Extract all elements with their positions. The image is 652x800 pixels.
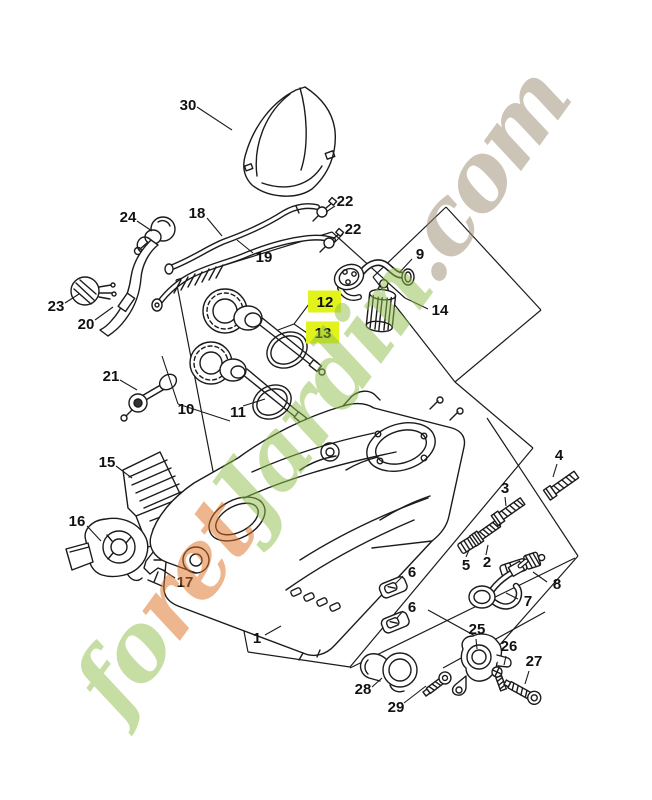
part-6-buffer-drawing [378, 576, 408, 599]
part-11-o-ring-drawing [252, 384, 292, 420]
part-label-19[interactable]: 19 [256, 249, 273, 266]
part-30-cover-drawing [243, 86, 336, 197]
part-label-25[interactable]: 25 [469, 621, 486, 638]
part-label-6[interactable]: 6 [408, 599, 416, 616]
part-label-4[interactable]: 4 [555, 447, 564, 464]
part-29-screw-drawing [422, 671, 452, 697]
part-16-bracket-drawing [65, 517, 149, 582]
part-12-oil-pump-drawing [202, 288, 326, 376]
part-label-2[interactable]: 2 [483, 554, 491, 571]
part-label-6[interactable]: 6 [408, 564, 416, 581]
part-27-screw-drawing [503, 679, 542, 705]
part-9-elbow-drawing [333, 259, 415, 301]
part-24-plug-drawing [133, 216, 176, 256]
part-label-18[interactable]: 18 [189, 205, 206, 222]
part-25-cover-plate-drawing [451, 633, 512, 696]
part-label-27[interactable]: 27 [526, 653, 543, 670]
highlight-box [306, 321, 339, 344]
part-14-filter-drawing [365, 279, 397, 333]
part-label-22[interactable]: 22 [345, 221, 362, 238]
highlight-box [308, 290, 341, 313]
part-6-buffer-drawing [380, 611, 410, 634]
part-label-11[interactable]: 11 [230, 404, 246, 421]
part-label-9[interactable]: 9 [416, 246, 424, 263]
part-label-15[interactable]: 15 [99, 454, 116, 471]
part-label-14[interactable]: 14 [432, 302, 449, 319]
part-label-1[interactable]: 1 [253, 630, 261, 647]
part-label-20[interactable]: 20 [78, 316, 95, 333]
part-label-30[interactable]: 30 [180, 97, 197, 114]
part-13-o-ring-drawing [266, 331, 308, 369]
part-label-24[interactable]: 24 [120, 209, 137, 226]
part-28-grommet-drawing [359, 652, 418, 693]
part-19-hose-drawing [151, 234, 336, 312]
part-label-28[interactable]: 28 [355, 681, 372, 698]
part-label-17[interactable]: 17 [177, 574, 194, 591]
part-23-grommet-drawing [70, 276, 117, 306]
leader-lines [64, 106, 558, 704]
part-4-stud-drawing [542, 470, 580, 501]
part-label-23[interactable]: 23 [48, 298, 65, 315]
part-26-screw-drawing [491, 666, 508, 692]
part-label-10[interactable]: 10 [178, 401, 195, 418]
part-7-elbow-pipe-drawing [468, 558, 529, 610]
part-label-26[interactable]: 26 [501, 638, 518, 655]
part-label-3[interactable]: 3 [501, 480, 509, 497]
part-label-21[interactable]: 21 [103, 368, 120, 385]
part-label-5[interactable]: 5 [462, 557, 470, 574]
part-20-pipe-drawing [99, 236, 159, 337]
part-label-13[interactable]: 13 [315, 325, 332, 342]
part-label-16[interactable]: 16 [69, 513, 86, 530]
part-label-12[interactable]: 12 [317, 294, 334, 311]
part-21-connector-drawing [120, 373, 178, 422]
part-label-22[interactable]: 22 [337, 193, 354, 210]
part-18-hose-drawing [164, 203, 320, 275]
part-label-8[interactable]: 8 [553, 576, 561, 593]
part-3-stud-drawing [490, 497, 526, 527]
part-1-crankcase-drawing [149, 390, 466, 661]
part-label-29[interactable]: 29 [388, 699, 405, 716]
part-label-7[interactable]: 7 [524, 593, 532, 610]
part-22-nipple-drawing [319, 227, 345, 253]
part-22-nipple-drawing [312, 196, 338, 222]
